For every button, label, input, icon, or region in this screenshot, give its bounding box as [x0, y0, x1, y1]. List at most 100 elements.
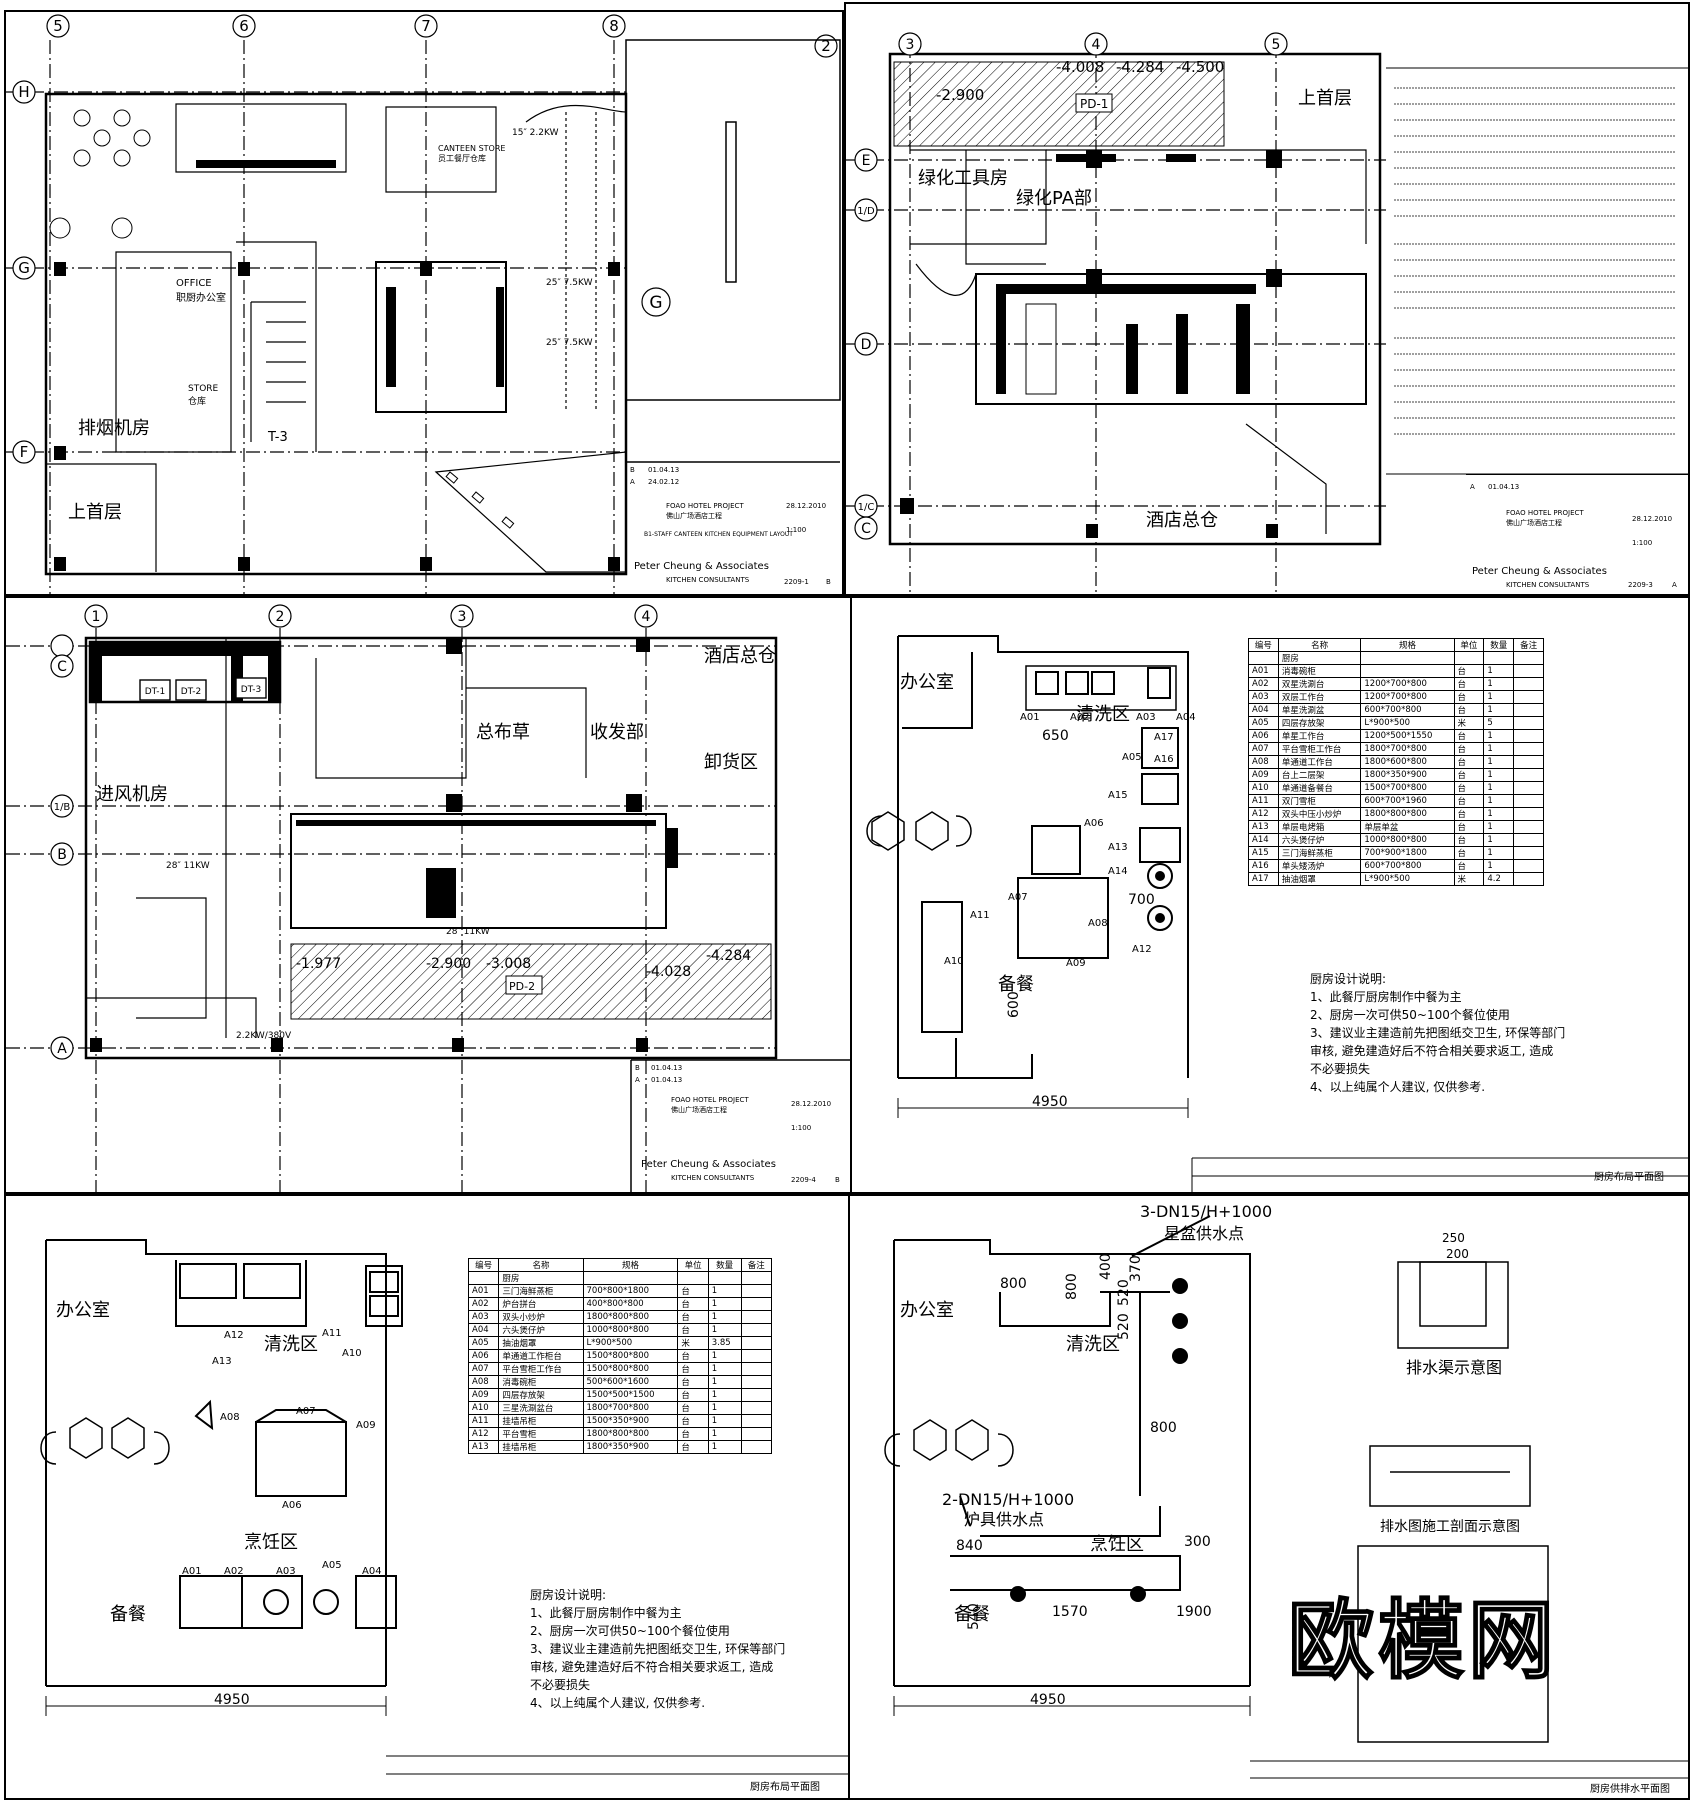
table-cell: 1: [1483, 755, 1515, 769]
room-label-cook: 烹饪区: [244, 1532, 298, 1553]
table-cell: [740, 1427, 773, 1441]
pd-tag: PD-2: [509, 980, 535, 993]
dim-label: 840: [956, 1538, 983, 1554]
table-row: 厨房: [1248, 651, 1544, 665]
dim-label: 540: [966, 1603, 982, 1630]
svg-text:A01: A01: [182, 1566, 202, 1577]
drain-section-title: 排水图施工剖面示意图: [1380, 1519, 1520, 1535]
dim-label: 1570: [1052, 1604, 1088, 1620]
grid-label-1d: 1/D: [857, 206, 875, 217]
table-cell: 三星洗涮盆台: [498, 1401, 584, 1415]
table-cell: 六头煲仔炉: [498, 1323, 584, 1337]
room-label-receiving: 收发部: [590, 722, 644, 743]
dim-label: 520: [1116, 1313, 1132, 1340]
table-cell: [707, 1271, 742, 1285]
table-cell: 1: [1483, 781, 1515, 795]
dim-label: 800: [1064, 1273, 1080, 1300]
table-cell: 台: [1453, 859, 1485, 873]
lift-label: T-3: [268, 430, 288, 445]
table-cell: [1513, 729, 1544, 743]
grid-label-5: 5: [1272, 37, 1281, 53]
dt-tag: DT-1: [145, 687, 166, 697]
room-label-fan-room: 排烟机房: [78, 418, 150, 439]
table-cell: 米: [1453, 872, 1485, 886]
svg-text:A08: A08: [1088, 918, 1108, 929]
dt-tag: DT-2: [181, 687, 202, 697]
table-cell: 1: [1483, 833, 1515, 847]
room-label-cook: 烹饪区: [1090, 1534, 1144, 1555]
table-cell: 1: [707, 1414, 742, 1428]
table-header-cell: 单位: [1453, 638, 1485, 652]
dim-label: 4950: [1030, 1692, 1066, 1708]
svg-text:A08: A08: [220, 1412, 240, 1423]
table-cell: 台: [1453, 664, 1485, 678]
level-label: -4.284: [1116, 58, 1164, 76]
table-cell: 台: [1453, 729, 1485, 743]
dim-label: 400: [1098, 1253, 1114, 1280]
drawing-number: 2209-3: [1628, 581, 1653, 589]
table-cell: [740, 1375, 773, 1389]
table-cell: 单星工作台: [1277, 729, 1362, 743]
table-cell: 1: [1483, 846, 1515, 860]
drawing-number: 2209-4: [791, 1176, 816, 1184]
room-label-serve: 备餐: [110, 1604, 146, 1625]
table-cell: [1513, 794, 1544, 808]
room-label-air-room: 进风机房: [96, 784, 168, 805]
dim-label: 800: [1000, 1276, 1027, 1292]
dim-label: 4950: [1032, 1094, 1068, 1110]
table-cell: A13: [1248, 820, 1279, 834]
table-cell: 1: [1483, 690, 1515, 704]
table-cell: [740, 1323, 773, 1337]
table-cell: [1513, 820, 1544, 834]
table-cell: 单通道备餐台: [1277, 781, 1362, 795]
level-label: -3.008: [486, 956, 531, 972]
dim-label: 650: [1042, 728, 1069, 744]
table-cell: 1800*600*800: [1360, 755, 1455, 769]
table-cell: A12: [1248, 807, 1279, 821]
table-cell: [1513, 716, 1544, 730]
table-cell: [1513, 859, 1544, 873]
grid-label-4: 4: [642, 609, 651, 625]
grid-label-1b: 1/B: [54, 802, 71, 813]
dim-label: 4950: [214, 1692, 250, 1708]
table-cell: A12: [467, 1427, 500, 1441]
table-cell: 1800*700*800: [582, 1401, 679, 1415]
table-cell: A06: [1248, 729, 1279, 743]
sheet-title: 厨房布局平面图: [1594, 1172, 1664, 1183]
grid-label-1: 1: [92, 609, 101, 625]
table-cell: A11: [467, 1414, 500, 1428]
sheet-butchery-layout: DT-1 DT-2 DT-3 1 2 3 4 C 1/B B A -1.977 …: [4, 596, 852, 1194]
grid-label-b: B: [57, 847, 67, 863]
level-label: -2.900: [426, 956, 471, 972]
table-cell: 5: [1483, 716, 1515, 730]
table-cell: 厨房: [498, 1271, 584, 1285]
dim-label: 800: [1150, 1420, 1177, 1436]
grid-label-6: 6: [239, 17, 249, 35]
table-cell: 台: [677, 1440, 709, 1454]
table-header-cell: 数量: [1483, 638, 1515, 652]
table-cell: 1: [707, 1375, 742, 1389]
canteen-plan-drawing: 5 6 7 8 H G F 2 G: [6, 14, 841, 594]
table-cell: 台: [677, 1362, 709, 1376]
svg-text:A11: A11: [970, 910, 990, 921]
grid-label-e: E: [862, 153, 871, 169]
grid-label-5: 5: [53, 17, 63, 35]
table-cell: A16: [1248, 859, 1279, 873]
room-label-garden-tools: 绿化工具房: [918, 168, 1008, 189]
table-cell: 三门海鲜蒸柜: [1277, 846, 1362, 860]
table-cell: [677, 1271, 709, 1285]
grid-label-7: 7: [421, 17, 431, 35]
table-cell: 双星洗涮台: [1277, 677, 1362, 691]
table-cell: 1: [707, 1427, 742, 1441]
table-cell: 1: [1483, 703, 1515, 717]
